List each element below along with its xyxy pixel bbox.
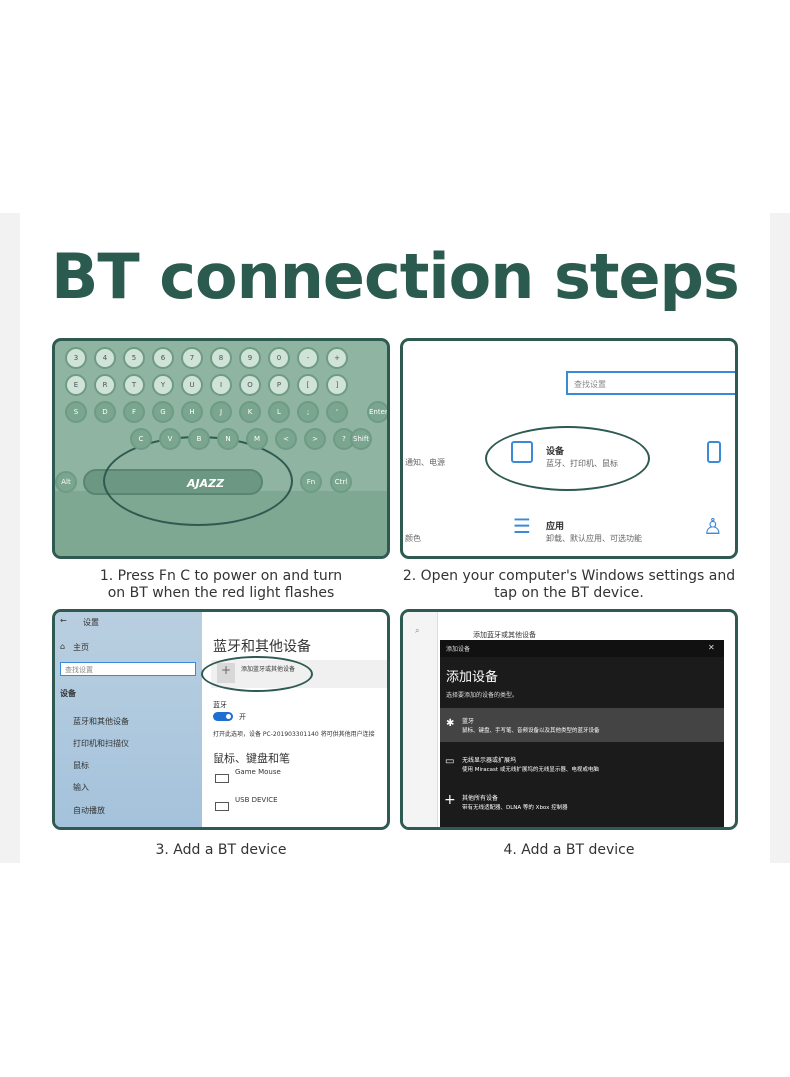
keyboard-key-shift: Shift [350,428,372,450]
keyboard-key: C [130,428,152,450]
bluetooth-icon: ✱ [446,718,455,729]
plus-icon: + [444,792,456,808]
dialog-subtitle: 选择要添加的设备的类型。 [446,692,519,699]
keyboard-key: G [152,401,174,423]
keyboard-key: 6 [152,347,174,369]
keyboard-key: T [123,374,145,396]
keyboard-key: E [65,374,87,396]
heading: 蓝牙和其他设备 [213,639,311,655]
sidebar-section: 设备 [60,689,76,698]
keyboard-key: - [297,347,319,369]
sidebar-item[interactable]: 自动播放 [73,806,105,815]
home-icon: ⌂ [60,642,66,651]
keyboard-key: H [181,401,203,423]
keyboard-key: Y [152,374,174,396]
sidebar-home[interactable]: 主页 [73,643,89,652]
toggle-state: 开 [239,713,246,721]
keyboard-key: M [246,428,268,450]
keyboard-key: F [123,401,145,423]
sidebar-search-input[interactable]: 查找设置 [60,662,196,676]
settings-search-input[interactable]: 查找设置 [566,371,735,395]
keyboard-key: V [159,428,181,450]
device-item[interactable]: Game Mouse [235,768,281,776]
option-wireless-display[interactable]: ▭ 无线显示器或扩展坞 使用 Miracast 或无线扩展坞的无线显示器、电视或… [445,756,599,773]
keyboard-key-ctrl: Ctrl [330,471,352,493]
section-heading: 鼠标、键盘和笔 [213,752,290,765]
keyboard-key: I [210,374,232,396]
keyboard-key: [ [297,374,319,396]
sidebar-item[interactable]: 蓝牙和其他设备 [73,717,129,726]
keyboard-key: R [94,374,116,396]
keyboard-key: 4 [94,347,116,369]
bluetooth-toggle[interactable] [213,712,233,721]
keyboard-key: ; [297,401,319,423]
keyboard-key: 3 [65,347,87,369]
add-device-window: 添加设备 ✕ 添加设备 选择要添加的设备的类型。 ✱ 蓝牙 鼠标、键盘、手写笔、… [440,640,724,827]
keyboard-key: O [239,374,261,396]
keyboard-key: + [326,347,348,369]
sidebar-title: 设置 [83,618,99,627]
keyboard-key-enter: Enter [367,401,387,423]
keyboard-key: ' [326,401,348,423]
account-icon: ♙ [703,515,723,540]
step3-bluetooth-settings: ← 设置 ⌂ 主页 查找设置 设备 蓝牙和其他设备 打印机和扫描仪 鼠标 输入 … [52,609,390,830]
category-label: 颜色 [405,534,421,543]
sidebar-item[interactable]: 打印机和扫描仪 [73,739,129,748]
option-other-devices[interactable]: + 其他所有设备 带有无线适配器、DLNA 等的 Xbox 控制器 [444,792,568,811]
step2-caption: 2. Open your computer's Windows settings… [402,568,736,601]
keyboard-key: 0 [268,347,290,369]
sidebar-item[interactable]: 鼠标 [73,761,89,770]
keyboard-key: K [239,401,261,423]
keyboard-key: 5 [123,347,145,369]
keyboard-key: 9 [239,347,261,369]
option-bluetooth[interactable]: ✱ 蓝牙 鼠标、键盘、手写笔、音频设备以及其他类型的蓝牙设备 [440,708,724,742]
keyboard-key: B [188,428,210,450]
keyboard-icon [215,774,229,783]
search-icon: ⌕ [415,626,420,635]
keyboard-key: < [275,428,297,450]
bg-add-label: 添加蓝牙或其他设备 [473,631,536,639]
keyboard-key: N [217,428,239,450]
keyboard-key: 7 [181,347,203,369]
phone-icon [707,441,721,463]
discover-text: 打开此选项，设备 PC-201903301140 将可供其他用户连接 [213,731,375,738]
highlight-oval [485,426,650,491]
step2-settings-screenshot: 查找设置 通知、电源 设备 蓝牙、打印机、鼠标 颜色 ☰ 应用 卸载、默认应用、… [400,338,738,559]
keyboard-key: ] [326,374,348,396]
page-title: BT connection steps [51,240,740,313]
keyboard-key: S [65,401,87,423]
keyboard-key: P [268,374,290,396]
window-title: 添加设备 [446,646,471,653]
keyboard-key: D [94,401,116,423]
back-icon[interactable]: ← [60,616,67,625]
keyboard-key-fn: Fn [300,471,322,493]
keyboard-key: 8 [210,347,232,369]
apps-title[interactable]: 应用 [546,522,565,532]
bluetooth-label: 蓝牙 [213,701,227,709]
highlight-oval [201,656,313,692]
step3-caption: 3. Add a BT device [155,842,287,858]
apps-icon: ☰ [513,514,531,538]
sidebar-item[interactable]: 输入 [73,783,89,792]
device-item[interactable]: USB DEVICE [235,796,278,804]
settings-sidebar: ← 设置 ⌂ 主页 查找设置 设备 蓝牙和其他设备 打印机和扫描仪 鼠标 输入 … [55,612,202,827]
step4-caption: 4. Add a BT device [503,842,635,858]
close-button[interactable]: ✕ [708,643,715,652]
keyboard-key: J [210,401,232,423]
keyboard-key: U [181,374,203,396]
step4-add-device-dialog: ⌕ 添加蓝牙或其他设备 添加设备 ✕ 添加设备 选择要添加的设备的类型。 ✱ 蓝… [400,609,738,830]
category-label: 通知、电源 [405,458,445,467]
apps-subtitle: 卸载、默认应用、可选功能 [546,534,642,543]
keyboard-key: L [268,401,290,423]
dialog-heading: 添加设备 [446,670,499,685]
keyboard-key: > [304,428,326,450]
keyboard-icon [215,802,229,811]
keyboard-key-alt: Alt [55,471,77,493]
monitor-icon: ▭ [445,756,455,767]
